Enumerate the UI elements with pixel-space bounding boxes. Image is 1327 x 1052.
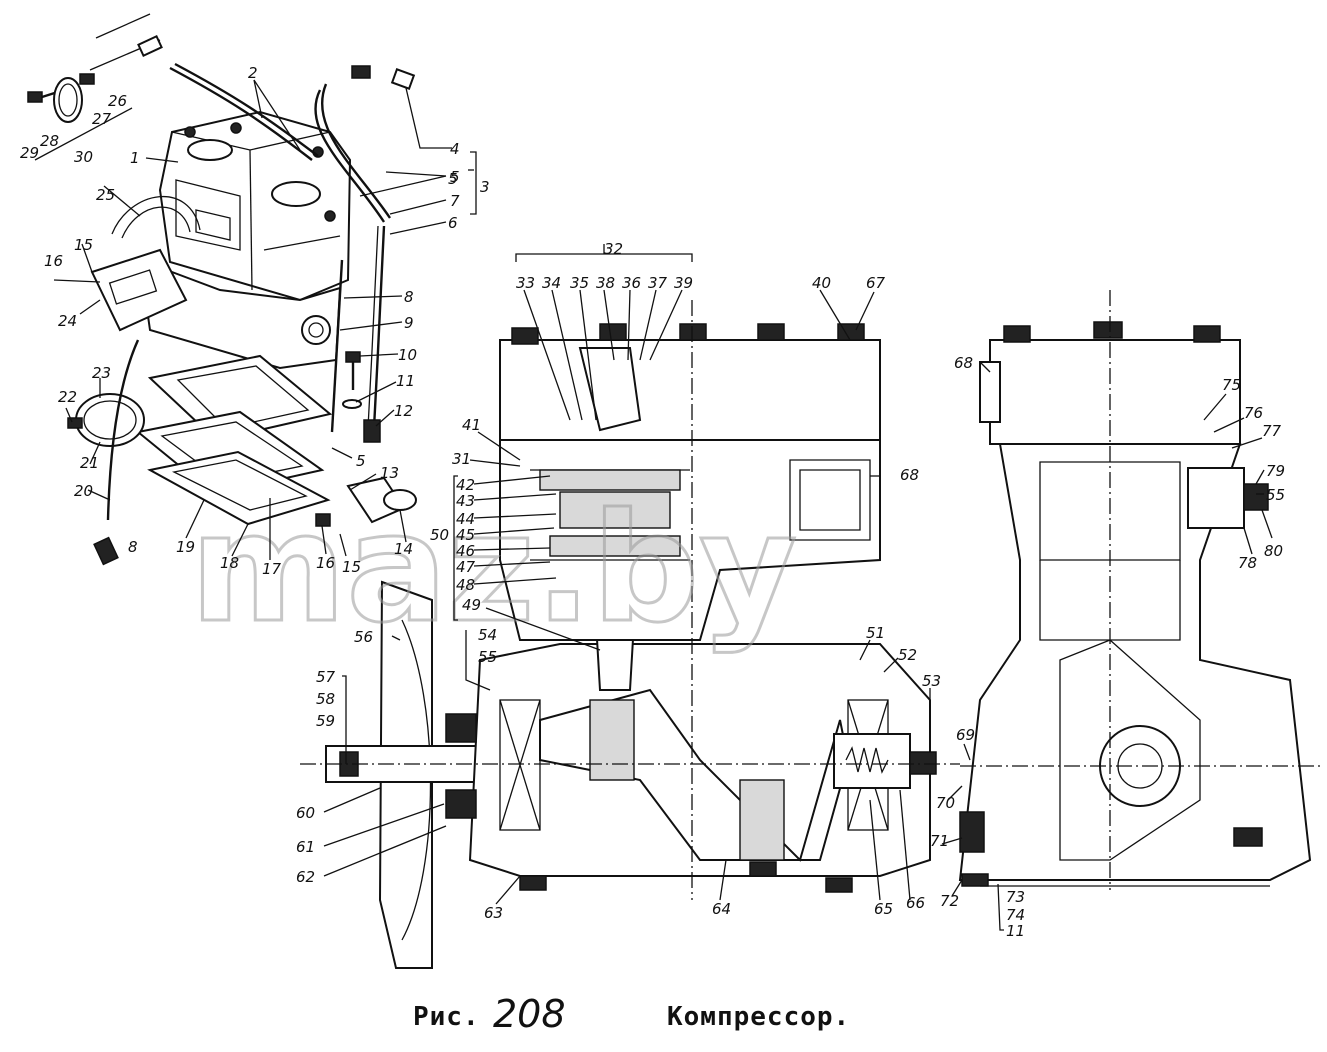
callout-label: 42 bbox=[456, 476, 475, 494]
caption-title: Компрессор. bbox=[667, 1002, 851, 1032]
callout-label: 41 bbox=[462, 416, 481, 434]
callout-label: 12 bbox=[394, 402, 413, 420]
callout-label: 16 bbox=[44, 252, 63, 270]
figure-caption: Рис. 208 Компрессор. bbox=[0, 992, 1327, 1042]
callout-label: 18 bbox=[220, 554, 239, 572]
callout-label: 11 bbox=[1006, 922, 1025, 940]
callout-label: 31 bbox=[452, 450, 471, 468]
callout-label: 76 bbox=[1244, 404, 1263, 422]
callout-label: 26 bbox=[108, 92, 127, 110]
callout-label: 78 bbox=[1238, 554, 1257, 572]
callout-label: 33 bbox=[516, 274, 535, 292]
callout-label: 74 bbox=[1006, 906, 1025, 924]
leader-lines bbox=[53, 79, 1273, 931]
callout-label: 60 bbox=[296, 804, 315, 822]
callout-label: 68 bbox=[900, 466, 919, 484]
callout-label: 70 bbox=[936, 794, 955, 812]
callout-label: 5 bbox=[450, 168, 460, 186]
caption-prefix: Рис. bbox=[413, 1002, 480, 1032]
callout-label: 43 bbox=[456, 492, 475, 510]
callout-label: 24 bbox=[58, 312, 77, 330]
callout-labels: 1 2 3 4 5 5 7 6 8 9 10 11 12 5 13 14 15 … bbox=[20, 64, 1285, 940]
callout-label: 39 bbox=[674, 274, 693, 292]
callout-label: 49 bbox=[462, 596, 481, 614]
exploded-view bbox=[27, 13, 417, 566]
callout-label: 75 bbox=[1222, 376, 1241, 394]
callout-label: 57 bbox=[316, 668, 336, 686]
callout-label: 65 bbox=[874, 900, 893, 918]
callout-label: 27 bbox=[92, 110, 112, 128]
callout-label: 80 bbox=[1264, 542, 1283, 560]
callout-label: 63 bbox=[484, 904, 503, 922]
callout-label: 4 bbox=[450, 140, 460, 158]
callout-label: 13 bbox=[380, 464, 399, 482]
callout-label: 47 bbox=[456, 558, 476, 576]
callout-label: 15 bbox=[74, 236, 93, 254]
callout-label: 46 bbox=[456, 542, 475, 560]
callout-label: 69 bbox=[956, 726, 975, 744]
callout-label: 21 bbox=[80, 454, 99, 472]
callout-label: 34 bbox=[542, 274, 561, 292]
callout-label: 77 bbox=[1262, 422, 1282, 440]
callout-label: 52 bbox=[898, 646, 917, 664]
callout-label: 48 bbox=[456, 576, 475, 594]
callout-label: 14 bbox=[394, 540, 413, 558]
callout-label: 62 bbox=[296, 868, 315, 886]
callout-label: 50 bbox=[430, 526, 449, 544]
callout-label: 44 bbox=[456, 510, 475, 528]
callout-label: 10 bbox=[398, 346, 417, 364]
callout-label: 38 bbox=[596, 274, 615, 292]
callout-label: 29 bbox=[20, 144, 39, 162]
callout-label: 15 bbox=[342, 558, 361, 576]
callout-label: 16 bbox=[316, 554, 335, 572]
callout-label: 6 bbox=[448, 214, 458, 232]
callout-label: 2 bbox=[248, 64, 258, 82]
callout-label: 73 bbox=[1006, 888, 1025, 906]
callout-label: 58 bbox=[316, 690, 335, 708]
callout-label: 5 bbox=[356, 452, 366, 470]
callout-label: 32 bbox=[604, 240, 623, 258]
callout-label: 54 bbox=[478, 626, 497, 644]
callout-label: 64 bbox=[712, 900, 731, 918]
callout-label: 71 bbox=[930, 832, 949, 850]
callout-label: 66 bbox=[906, 894, 925, 912]
callout-label: 23 bbox=[92, 364, 111, 382]
callout-label: 61 bbox=[296, 838, 315, 856]
callout-label: 79 bbox=[1266, 462, 1285, 480]
callout-label: 8 bbox=[404, 288, 414, 306]
side-section-view bbox=[958, 290, 1320, 890]
caption-figure-number: 208 bbox=[493, 992, 566, 1036]
front-section-view bbox=[300, 300, 960, 969]
callout-label: 8 bbox=[128, 538, 138, 556]
callout-label: 40 bbox=[812, 274, 831, 292]
callout-label: 59 bbox=[316, 712, 335, 730]
callout-label: 5 bbox=[448, 170, 458, 188]
callout-label: 51 bbox=[866, 624, 885, 642]
callout-label: 53 bbox=[922, 672, 941, 690]
callout-label: 55 bbox=[478, 648, 497, 666]
callout-label: 11 bbox=[396, 372, 415, 390]
callout-label: 20 bbox=[74, 482, 93, 500]
callout-label: 22 bbox=[58, 388, 77, 406]
callout-label: 30 bbox=[74, 148, 93, 166]
callout-label: 35 bbox=[570, 274, 589, 292]
callout-label: 67 bbox=[866, 274, 886, 292]
callout-label: 1 bbox=[130, 149, 140, 167]
callout-label: 72 bbox=[940, 892, 959, 910]
callout-label: 55 bbox=[1266, 486, 1285, 504]
callout-label: 68 bbox=[954, 354, 973, 372]
callout-label: 17 bbox=[262, 560, 282, 578]
callout-label: 28 bbox=[40, 132, 59, 150]
callout-label: 9 bbox=[404, 314, 414, 332]
callout-label: 45 bbox=[456, 526, 475, 544]
callout-label: 37 bbox=[648, 274, 668, 292]
callout-label: 56 bbox=[354, 628, 373, 646]
watermark: maz.by bbox=[190, 482, 797, 656]
callout-label: 25 bbox=[96, 186, 115, 204]
callout-label: 3 bbox=[480, 178, 490, 196]
callout-label: 7 bbox=[450, 192, 460, 210]
callout-label: 36 bbox=[622, 274, 641, 292]
callout-label: 19 bbox=[176, 538, 195, 556]
